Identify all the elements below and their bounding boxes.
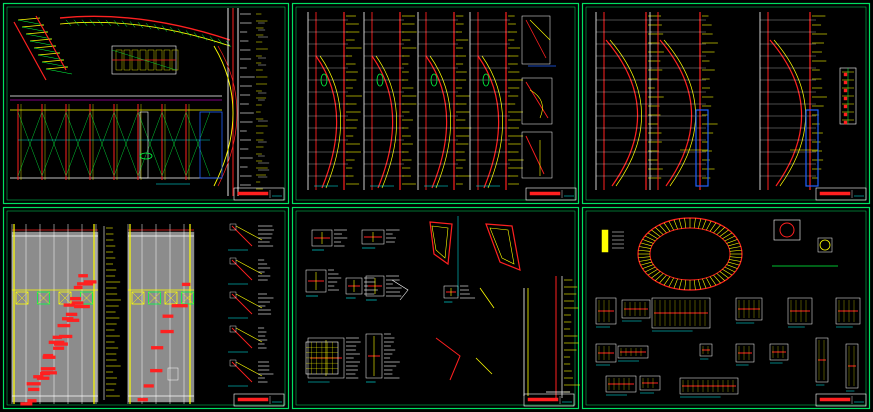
detail-block xyxy=(443,285,476,303)
detail-box xyxy=(621,299,651,322)
roof-truss xyxy=(59,15,232,48)
detail-box xyxy=(787,297,813,328)
title-block xyxy=(815,187,867,201)
detail-box xyxy=(769,343,789,364)
section-marker xyxy=(139,152,153,160)
base-plate-grid xyxy=(305,341,339,375)
sheet-1 xyxy=(2,2,290,205)
dimension-column xyxy=(103,226,121,400)
tall-column-details xyxy=(391,276,580,398)
detail-block xyxy=(307,337,361,383)
title-block xyxy=(233,187,285,201)
frame-elevation xyxy=(10,95,223,185)
connection-details xyxy=(305,216,580,398)
oval-plan xyxy=(637,217,743,291)
panel-elevation-2 xyxy=(127,224,195,404)
trapezoid-details xyxy=(429,216,521,296)
round-column xyxy=(779,222,795,238)
detail-box xyxy=(699,343,713,360)
panel-elevation-1 xyxy=(11,224,99,406)
facade-section-2 xyxy=(363,12,417,190)
detail-box xyxy=(595,297,617,328)
plan-details xyxy=(595,297,861,398)
title-block xyxy=(815,393,867,407)
green-callout xyxy=(482,73,490,87)
facade-core-section-left xyxy=(595,12,664,190)
sheet-3 xyxy=(581,2,871,205)
oval-inner xyxy=(649,227,731,281)
facade-core-section-right xyxy=(759,12,828,190)
sheet-6 xyxy=(581,206,871,410)
purlin-plan xyxy=(111,45,179,75)
detail-box xyxy=(639,375,661,394)
round-column-small xyxy=(819,239,831,251)
detail-box xyxy=(605,375,637,396)
oval-outer xyxy=(637,217,743,291)
detail-box xyxy=(595,343,617,366)
facade-section-3 xyxy=(417,12,472,190)
green-callout xyxy=(430,73,438,87)
detail-block xyxy=(365,333,400,383)
facade-details xyxy=(521,15,556,179)
sheet-4 xyxy=(2,206,290,410)
title-block xyxy=(233,393,285,407)
detail-block xyxy=(311,229,348,251)
detail-block xyxy=(361,229,400,249)
facade-core-section-middle xyxy=(649,12,718,190)
green-callout xyxy=(320,73,328,87)
sheet-5 xyxy=(291,206,580,410)
facade-section-1 xyxy=(307,12,362,190)
mini-elevation xyxy=(839,67,857,125)
detail-block xyxy=(365,275,402,301)
legend-marks xyxy=(601,229,624,253)
round-column-detail xyxy=(772,219,838,267)
detail-box xyxy=(835,297,861,328)
detail-box xyxy=(651,297,711,332)
detail-box xyxy=(617,345,649,362)
panel-side-details xyxy=(228,223,274,387)
title-block xyxy=(525,187,577,201)
detail-block xyxy=(305,269,342,297)
detail-box xyxy=(735,343,755,366)
sheet-2 xyxy=(291,2,580,205)
diagonal-truss xyxy=(13,15,73,81)
detail-box xyxy=(735,297,763,324)
detail-box xyxy=(679,377,739,398)
detail-box xyxy=(815,337,829,386)
detail-block xyxy=(345,277,378,299)
green-callout xyxy=(376,73,384,87)
detail-box xyxy=(845,343,859,392)
facade-section-4 xyxy=(469,12,524,190)
title-block xyxy=(523,393,575,407)
